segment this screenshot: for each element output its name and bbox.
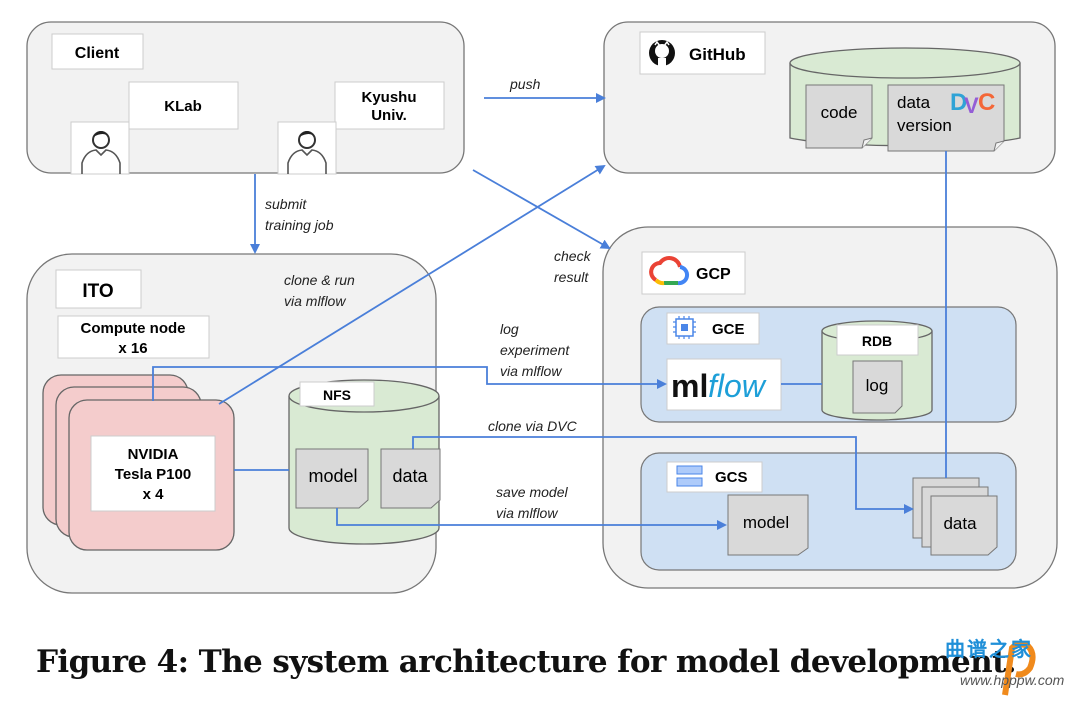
svg-text:D: D: [950, 89, 967, 116]
nfs-doc-data: data: [392, 466, 428, 486]
doc-data-version-label-2: version: [897, 116, 952, 135]
gpu-label-3: x 4: [143, 486, 165, 503]
client-title: Client: [75, 45, 120, 62]
ito-group: ITO Compute node x 16 NVIDIA Tesla P100 …: [26, 253, 441, 594]
github-group: GitHub code data version D V C: [603, 21, 1056, 174]
edge-check-result: [472, 169, 611, 249]
gcp-title: GCP: [696, 266, 731, 283]
edge-label-submit-2: training job: [265, 217, 334, 233]
compute-node-label-1: Compute node: [81, 320, 186, 337]
edge-label-log-3: via mlflow: [500, 363, 562, 379]
edge-label-submit-1: submit: [265, 196, 307, 212]
figure-caption: Figure 4: The system architecture for mo…: [36, 644, 1017, 680]
architecture-diagram: Client KLab Kyushu Univ. GitHub: [26, 21, 1058, 594]
doc-code: code: [805, 84, 873, 149]
gcs-title: GCS: [715, 469, 748, 486]
watermark-logo-icon: [1002, 641, 1036, 696]
edge-save-model: [336, 508, 727, 530]
svg-text:flow: flow: [708, 368, 767, 404]
gpu-stack: NVIDIA Tesla P100 x 4: [42, 374, 235, 551]
edge-label-log-1: log: [500, 321, 519, 337]
rdb-title: RDB: [862, 333, 892, 349]
gpu-label-2: Tesla P100: [115, 466, 191, 483]
google-cloud-icon: [649, 256, 690, 286]
user-kyushu-label-2: Univ.: [371, 107, 407, 124]
edge-clone-dvc: [412, 436, 914, 514]
edge-label-log-2: experiment: [500, 342, 570, 358]
compute-node-label-2: x 16: [118, 340, 147, 357]
mlflow-logo-box: [666, 358, 782, 411]
edge-label-check-1: check: [554, 248, 592, 264]
person-icon: [70, 121, 130, 175]
client-title-box: [51, 33, 144, 70]
svg-text:ml: ml: [671, 368, 708, 404]
edge-label-save-2: via mlflow: [496, 505, 558, 521]
svg-text:C: C: [978, 89, 995, 116]
user-kyushu-label-1: Kyushu: [361, 89, 416, 106]
svg-text:data: data: [943, 514, 977, 533]
nfs-cylinder: NFS model data: [288, 379, 441, 545]
gcs-subgroup: GCS model data: [640, 452, 1017, 571]
gce-title: GCE: [712, 321, 745, 338]
gpu-label-1: NVIDIA: [128, 446, 179, 463]
edge-label-clone-run-2: via mlflow: [284, 293, 346, 309]
edge-label-check-2: result: [554, 269, 589, 285]
person-icon: [277, 121, 337, 175]
gce-subgroup: GCE ml flow RDB log: [640, 306, 1017, 423]
watermark-cn: 曲谱之家: [945, 637, 1033, 661]
github-icon: [649, 40, 675, 66]
edge-label-save-1: save model: [496, 484, 568, 500]
doc-data-version-label-1: data: [897, 93, 931, 112]
edge-label-clone-run-1: clone & run: [284, 272, 355, 288]
nfs-doc-model: model: [308, 466, 357, 486]
client-group: Client KLab Kyushu Univ.: [26, 21, 465, 175]
edge-label-push: push: [509, 76, 541, 92]
doc-data-version: data version D V C: [887, 84, 1005, 152]
gcs-doc-data-stack: data: [912, 477, 998, 556]
user-klab-label: KLab: [164, 98, 202, 115]
gcp-group: GCP GCE ml flow RDB log: [602, 226, 1058, 589]
svg-text:V: V: [964, 93, 979, 118]
rdb-cylinder: RDB log: [821, 320, 933, 421]
doc-code-label: code: [821, 103, 858, 122]
github-title: GitHub: [689, 45, 746, 64]
nfs-title: NFS: [323, 387, 351, 403]
edge-labels: push submit training job clone & run via…: [265, 76, 592, 521]
svg-text:model: model: [743, 513, 789, 532]
storage-icon: [676, 465, 703, 487]
mlflow-logo-icon: ml flow: [671, 368, 767, 404]
edge-clone-run: [218, 164, 606, 405]
rdb-doc-log: log: [866, 376, 889, 395]
watermark-url: www.hpppw.com: [960, 672, 1065, 688]
edges: [152, 93, 947, 530]
chip-icon: [673, 316, 696, 339]
gcs-doc-model: model: [727, 494, 809, 556]
edge-label-clone-dvc: clone via DVC: [488, 418, 578, 434]
dvc-logo-icon: D V C: [950, 89, 995, 118]
edge-log-experiment: [152, 366, 667, 401]
ito-title: ITO: [82, 281, 113, 302]
